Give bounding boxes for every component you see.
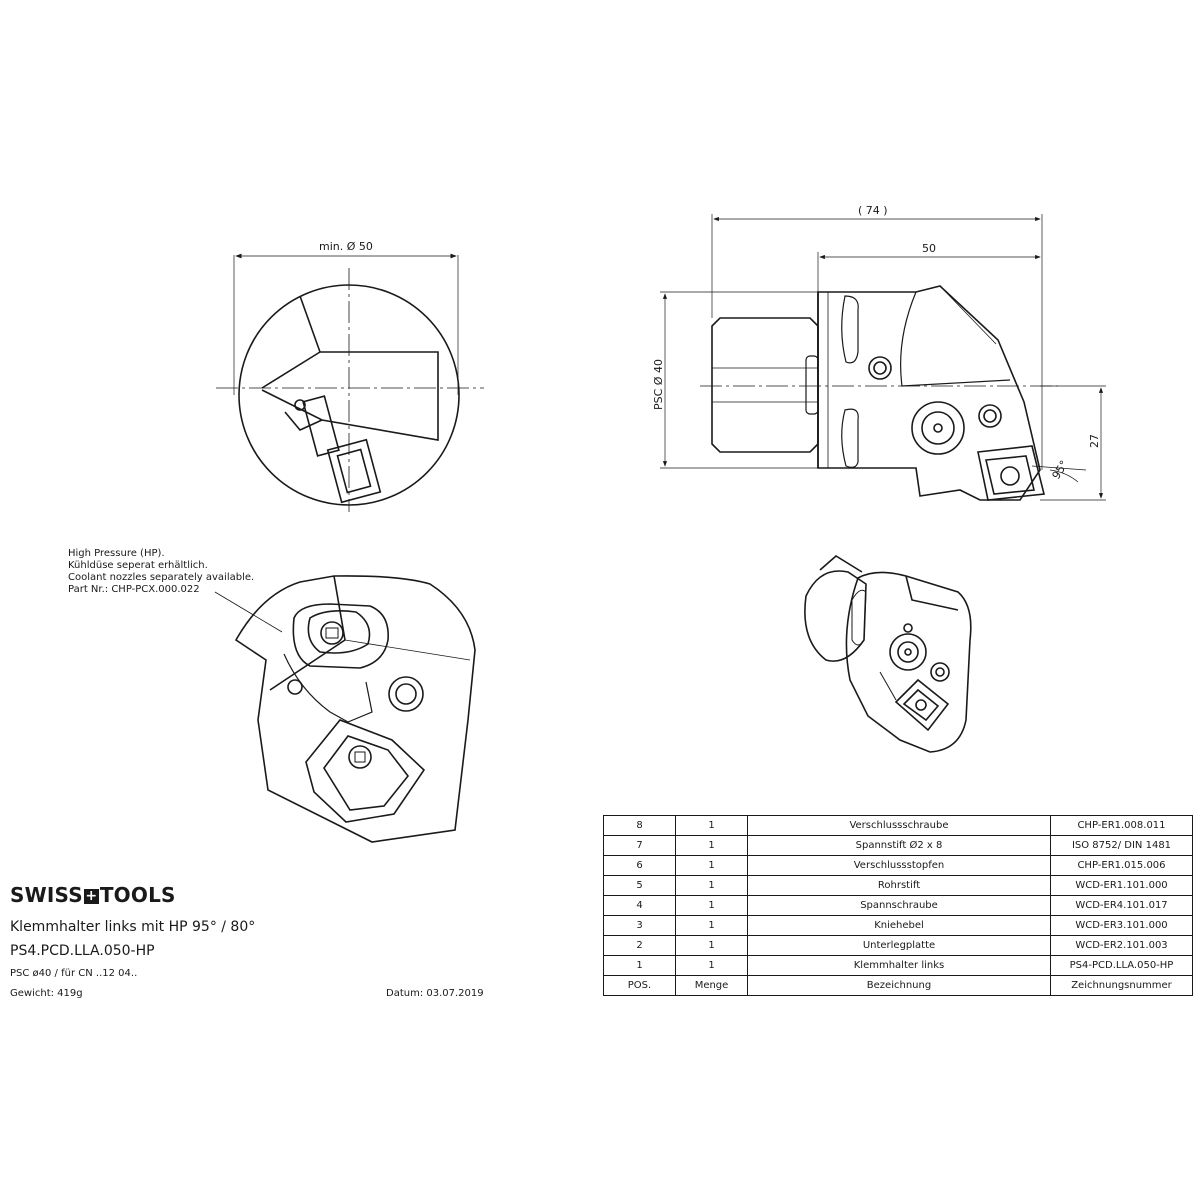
drawing-title: Klemmhalter links mit HP 95° / 80° xyxy=(10,919,256,935)
coolant-note: High Pressure (HP). Kühldüse seperat erh… xyxy=(68,548,254,596)
table-header-row: POS. Menge Bezeichnung Zeichnungsnummer xyxy=(603,975,1193,996)
brand-logo: SWISS+TOOLS xyxy=(10,883,176,907)
min-diameter-label: min. Ø 50 xyxy=(319,240,373,253)
header-number: Zeichnungsnummer xyxy=(1050,975,1193,996)
psc-spec: PSC ø40 / für CN ..12 04.. xyxy=(10,968,138,979)
qty-cell: 1 xyxy=(675,895,748,916)
parts-list-table: 8 1 Verschlussschraube CHP-ER1.008.011 7… xyxy=(603,815,1193,996)
isometric-view xyxy=(804,555,972,753)
name-cell: Unterlegplatte xyxy=(747,935,1051,956)
table-row: 7 1 Spannstift Ø2 x 8 ISO 8752/ DIN 1481 xyxy=(603,835,1193,856)
detail-view xyxy=(234,575,476,843)
number-cell: CHP-ER1.008.011 xyxy=(1050,815,1193,836)
number-cell: PS4-PCD.LLA.050-HP xyxy=(1050,955,1193,976)
note-line: Part Nr.: CHP-PCX.000.022 xyxy=(68,584,200,595)
pos-cell: 4 xyxy=(603,895,676,916)
qty-cell: 1 xyxy=(675,935,748,956)
drawing-code: PS4.PCD.LLA.050-HP xyxy=(10,943,155,959)
side-view xyxy=(700,285,1058,501)
diameter-dimension: min. Ø 50 xyxy=(233,240,459,395)
qty-cell: 1 xyxy=(675,915,748,936)
header-name: Bezeichnung xyxy=(747,975,1051,996)
name-cell: Kniehebel xyxy=(747,915,1051,936)
table-row: 2 1 Unterlegplatte WCD-ER2.101.003 xyxy=(603,935,1193,956)
note-line: High Pressure (HP). xyxy=(68,548,165,559)
body-length-label: 50 xyxy=(922,242,936,255)
qty-cell: 1 xyxy=(675,855,748,876)
pos-cell: 1 xyxy=(603,955,676,976)
front-view xyxy=(216,268,484,512)
qty-cell: 1 xyxy=(675,835,748,856)
header-qty: Menge xyxy=(675,975,748,996)
name-cell: Spannschraube xyxy=(747,895,1051,916)
name-cell: Rohrstift xyxy=(747,875,1051,896)
brand-name-right: TOOLS xyxy=(99,883,176,907)
name-cell: Klemmhalter links xyxy=(747,955,1051,976)
pos-cell: 8 xyxy=(603,815,676,836)
qty-cell: 1 xyxy=(675,875,748,896)
name-cell: Verschlussstopfen xyxy=(747,855,1051,876)
number-cell: WCD-ER3.101.000 xyxy=(1050,915,1193,936)
table-row: 8 1 Verschlussschraube CHP-ER1.008.011 xyxy=(603,815,1193,836)
weight: Gewicht: 419g xyxy=(10,988,83,999)
offset-label: 27 xyxy=(1088,434,1101,448)
pos-cell: 3 xyxy=(603,915,676,936)
note-line: Coolant nozzles separately available. xyxy=(68,572,255,583)
angle-label: 95° xyxy=(1050,458,1071,481)
table-row: 6 1 Verschlussstopfen CHP-ER1.015.006 xyxy=(603,855,1193,876)
note-line: Kühldüse seperat erhältlich. xyxy=(68,560,208,571)
number-cell: WCD-ER2.101.003 xyxy=(1050,935,1193,956)
date: Datum: 03.07.2019 xyxy=(386,988,484,999)
name-cell: Verschlussschraube xyxy=(747,815,1051,836)
table-row: 4 1 Spannschraube WCD-ER4.101.017 xyxy=(603,895,1193,916)
overall-length-label: ( 74 ) xyxy=(858,204,888,217)
table-row: 3 1 Kniehebel WCD-ER3.101.000 xyxy=(603,915,1193,936)
number-cell: ISO 8752/ DIN 1481 xyxy=(1050,835,1193,856)
note-leader-line xyxy=(214,591,283,633)
name-cell: Spannstift Ø2 x 8 xyxy=(747,835,1051,856)
header-pos: POS. xyxy=(603,975,676,996)
table-row: 5 1 Rohrstift WCD-ER1.101.000 xyxy=(603,875,1193,896)
qty-cell: 1 xyxy=(675,815,748,836)
qty-cell: 1 xyxy=(675,955,748,976)
pos-cell: 5 xyxy=(603,875,676,896)
psc-diameter-label: PSC Ø 40 xyxy=(652,359,665,410)
number-cell: WCD-ER1.101.000 xyxy=(1050,875,1193,896)
brand-name-left: SWISS xyxy=(10,883,83,907)
table-row: 1 1 Klemmhalter links PS4-PCD.LLA.050-HP xyxy=(603,955,1193,976)
pos-cell: 7 xyxy=(603,835,676,856)
pos-cell: 2 xyxy=(603,935,676,956)
brand-cross-icon: + xyxy=(83,888,99,904)
side-view-dimensions xyxy=(660,214,1106,501)
number-cell: WCD-ER4.101.017 xyxy=(1050,895,1193,916)
pos-cell: 6 xyxy=(603,855,676,876)
number-cell: CHP-ER1.015.006 xyxy=(1050,855,1193,876)
